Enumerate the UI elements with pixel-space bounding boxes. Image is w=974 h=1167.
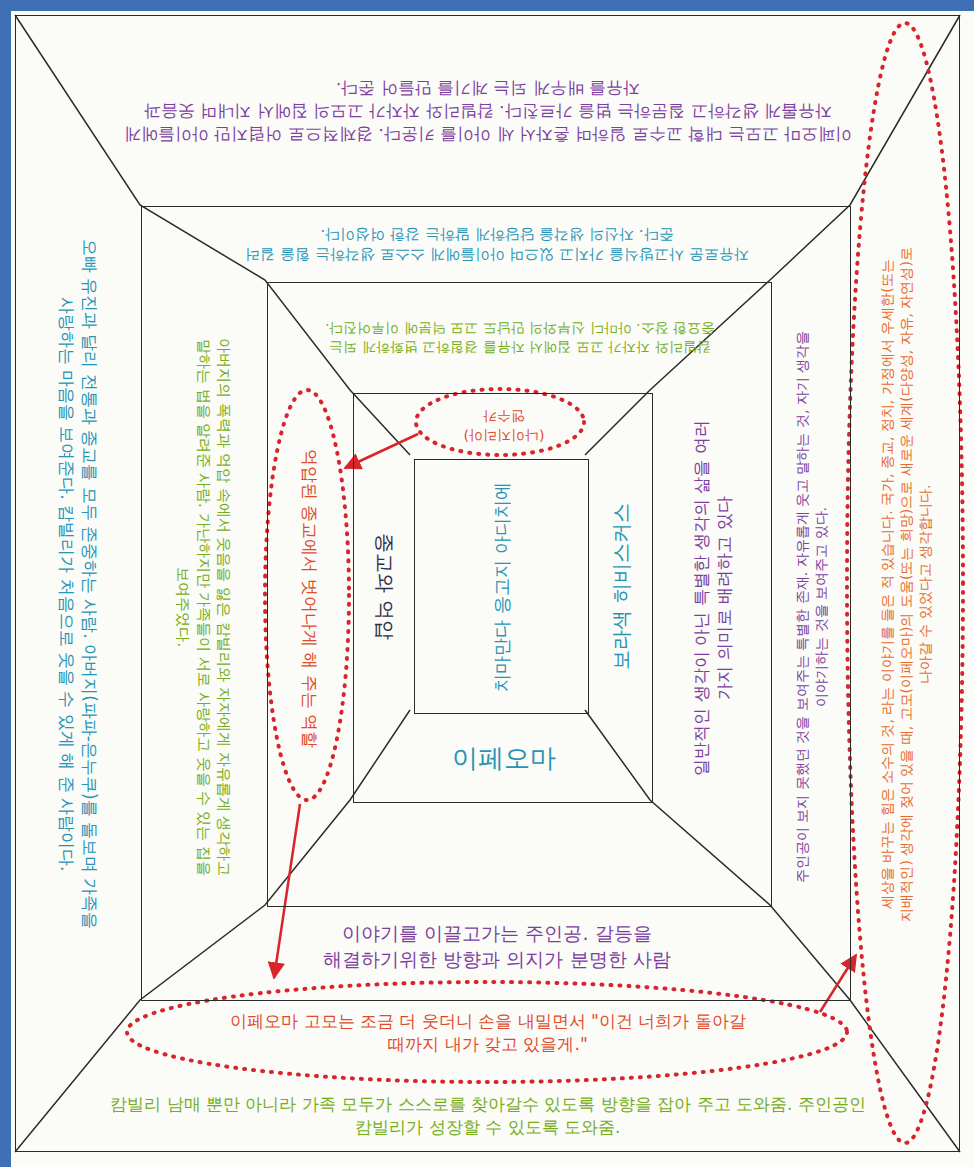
red-arrows [274,434,856,1012]
note-text: 오빠 유진과 달리 전통과 종교를 모두 존중하는 사람. 아버지(파파-은누쿠… [55,204,101,964]
theme-text: 종교와 억압 [371,466,398,706]
note-text: 자유로운 사고방식을 가지고 있으며 아이들에게 스스로 생각하는 힘을 길러 … [237,224,757,265]
annotation-arrow [345,434,418,468]
dotted-oval [416,389,584,455]
photo-edge [0,0,11,1167]
text-slot: 이페오마 [374,741,634,776]
text-slot: 일반적인 생각이 아닌 특별한 생각의 삶을 여러 가지 의미로 배려하고 있다 [690,408,736,788]
text-slot: 이페오마 고모는 조금 더 웃더니 손을 내밀면서 "이건 너희가 돌아갈 때까… [208,1010,768,1056]
role-text: 억압된 종교에서 벗어나게 해 주는 역할 [299,448,322,748]
text-slot: 자유로운 사고방식을 가지고 있으며 아이들에게 스스로 생각하는 힘을 길러 … [237,224,757,265]
core-frame: 치마만다 응고지 아디치에 (나이지리아) 엔수카종교와 억압 보라색 히비스커스이… [353,393,653,803]
note-text: 아버지의 폭력과 억압 속에서 웃음을 잃은 캄빌리와 자자에게 자유롭게 생각… [174,327,235,887]
note-text: 이페오마 고모는 대학 교수로 일하며 혼자서 세 아이를 키운다. 경제적으로… [118,77,858,146]
text-slot: 캄빌리 남매 뿐만 아니라 가족 모두가 스스로를 찾아갈수 있도록 방향을 잡… [108,1093,868,1139]
text-slot: 치마만다 응고지 아디치에 [490,472,514,702]
author-name: 치마만다 응고지 아디치에 [490,472,514,702]
text-slot: 이페오마 고모는 대학 교수로 일하며 혼자서 세 아이를 키운다. 경제적으로… [118,77,858,146]
text-slot: 주인공이 보지 못했던 것을 보여주는 특별한 존재. 자유롭게 웃고 말하는 … [793,327,831,887]
dotted-oval [847,23,963,1143]
reflection-text: 세상을 바꾸는 힘은 소수의 것, 라는 이야기를 들은 적 있습니다. 국가,… [878,234,935,934]
text-slot: 억압된 종교에서 벗어나게 해 주는 역할 [299,448,322,748]
note-text: 일반적인 생각이 아닌 특별한 생각의 삶을 여러 가지 의미로 배려하고 있다 [690,408,736,788]
book-title: 보라색 히비스커스 [608,466,635,706]
second-frame: 치마만다 응고지 아디치에 (나이지리아) 엔수카종교와 억압 보라색 히비스커스이… [141,206,851,1001]
text-slot: 캄빌리와 자자가 고모 집에서 자유를 경험하고 변화하게 되는 중요한 장소.… [320,319,720,357]
note-text: 주인공이 보지 못했던 것을 보여주는 특별한 존재. 자유롭게 웃고 말하는 … [793,327,831,887]
place-text: (나이지리아) 엔수카 [444,407,564,445]
text-slot: 종교와 억압 [371,466,398,706]
text-slot: 오빠 유진과 달리 전통과 종교를 모두 존중하는 사람. 아버지(파파-은누쿠… [55,204,101,964]
note-text: 캄빌리와 자자가 고모 집에서 자유를 경험하고 변화하게 되는 중요한 장소.… [320,319,720,357]
note-text: 캄빌리 남매 뿐만 아니라 가족 모두가 스스로를 찾아갈수 있도록 방향을 잡… [108,1093,868,1139]
text-slot: (나이지리아) 엔수카 [444,407,564,445]
center-square: 치마만다 응고지 아디치에 [414,459,589,714]
dotted-oval [265,390,349,800]
diagonal-lines [15,15,960,1152]
photo-edge [0,0,974,11]
quote-text: 이페오마 고모는 조금 더 웃더니 손을 내밀면서 "이건 너희가 돌아갈 때까… [208,1010,768,1056]
annotation-arrow [274,804,300,978]
text-slot: 세상을 바꾸는 힘은 소수의 것, 라는 이야기를 들은 적 있습니다. 국가,… [878,234,935,934]
third-frame: 치마만다 응고지 아디치에 (나이지리아) 엔수카종교와 억압 보라색 히비스커스이… [267,282,772,907]
dotted-ovals [127,23,963,1143]
character-name: 이페오마 [374,741,634,776]
outer-frame: 치마만다 응고지 아디치에(나이지리아) 엔수카종교와 억압보라색 히비스커스이… [15,15,960,1152]
dotted-oval [127,982,847,1082]
text-slot: 보라색 히비스커스 [608,466,635,706]
text-slot: 이야기를 이끌고가는 주인공. 갈등을 해결하기위한 방향과 의지가 분명한 사… [287,921,707,972]
text-slot: 아버지의 폭력과 억압 속에서 웃음을 잃은 캄빌리와 자자에게 자유롭게 생각… [174,327,235,887]
note-text: 이야기를 이끌고가는 주인공. 갈등을 해결하기위한 방향과 의지가 분명한 사… [287,921,707,972]
